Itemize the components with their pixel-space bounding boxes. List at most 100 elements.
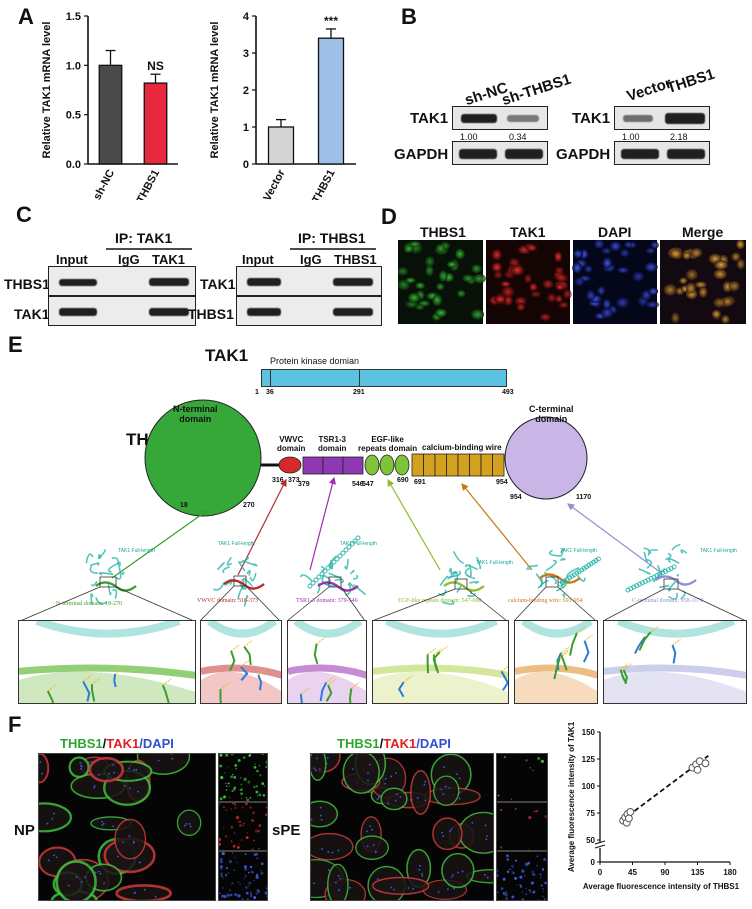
cell bbox=[555, 273, 569, 283]
cbw-box bbox=[492, 453, 505, 477]
cell bbox=[645, 301, 660, 309]
zoom-tsr bbox=[287, 620, 367, 704]
cell bbox=[679, 277, 688, 285]
nucleus bbox=[313, 882, 315, 885]
nucleus bbox=[128, 787, 131, 790]
signal-dot bbox=[232, 773, 234, 776]
signal-dot bbox=[230, 754, 234, 756]
cell bbox=[573, 249, 584, 259]
np-tak1-image bbox=[218, 802, 268, 851]
signal-dot bbox=[228, 872, 230, 875]
tak1-tick bbox=[359, 369, 360, 387]
protein-ribbon bbox=[535, 573, 544, 584]
protein-ribbon bbox=[90, 581, 98, 587]
y-tick-label: 3 bbox=[243, 48, 249, 60]
protein-ribbon bbox=[667, 558, 680, 564]
cell bbox=[682, 251, 692, 260]
nucleus bbox=[189, 825, 192, 828]
villus bbox=[114, 818, 147, 860]
nucleus bbox=[458, 777, 461, 780]
significance-label: *** bbox=[324, 14, 338, 28]
protein-ribbon bbox=[89, 565, 98, 574]
villus bbox=[311, 832, 354, 861]
signal-dot bbox=[245, 836, 249, 839]
nucleus bbox=[412, 887, 414, 890]
signal-dot bbox=[267, 878, 268, 880]
signal-dot bbox=[223, 795, 227, 799]
signal-dot bbox=[219, 764, 223, 768]
signal-dot bbox=[265, 765, 267, 769]
protein-ribbon bbox=[85, 553, 94, 564]
scatter-point bbox=[693, 765, 702, 774]
zoom-egf bbox=[372, 620, 509, 704]
helix-turn bbox=[352, 538, 358, 544]
hbond bbox=[672, 638, 681, 646]
nucleus bbox=[418, 868, 421, 871]
lane-label: THBS1 bbox=[334, 252, 377, 267]
bar bbox=[267, 126, 295, 165]
nucleus bbox=[99, 872, 102, 875]
cell bbox=[554, 251, 563, 263]
cell bbox=[663, 283, 677, 296]
residue-stick bbox=[82, 680, 91, 702]
zoom-vwvc bbox=[200, 620, 282, 704]
panel-label-c: C bbox=[16, 202, 32, 227]
signal-dot bbox=[249, 806, 252, 809]
tak1-tick bbox=[270, 369, 271, 387]
y-axis-label: Relative TAK1 mRNA level bbox=[41, 22, 53, 159]
cell bbox=[435, 243, 446, 253]
zoom-cbw bbox=[514, 620, 598, 704]
signal-dot bbox=[265, 813, 267, 817]
protein-ribbon bbox=[226, 556, 233, 566]
pos: 954 bbox=[510, 494, 522, 501]
nucleus bbox=[377, 797, 380, 799]
signal-dot bbox=[220, 867, 223, 871]
nucleus bbox=[101, 820, 103, 823]
signal-dot bbox=[220, 775, 224, 780]
signal-dot bbox=[244, 886, 248, 889]
y-tick-label: 75 bbox=[586, 809, 595, 818]
cell bbox=[558, 301, 570, 309]
signal-dot bbox=[532, 769, 534, 771]
nucleus bbox=[122, 841, 124, 844]
x-tick-label: sh-THBS1 bbox=[127, 168, 162, 200]
protein-ribbon bbox=[643, 551, 649, 563]
signal-dot bbox=[235, 767, 237, 770]
signal-dot bbox=[502, 877, 506, 881]
nucleus bbox=[311, 818, 313, 821]
signal-dot bbox=[531, 870, 535, 874]
nucleus bbox=[157, 759, 160, 762]
cell bbox=[698, 286, 708, 298]
nucleus bbox=[113, 771, 115, 774]
spe-dapi-image bbox=[496, 851, 548, 901]
cell bbox=[539, 313, 552, 322]
egf-oval bbox=[394, 454, 410, 476]
residue-stick bbox=[671, 644, 677, 664]
nucleus bbox=[416, 796, 419, 799]
nucleus bbox=[316, 757, 319, 760]
signal-dot bbox=[540, 759, 544, 763]
nucleus bbox=[51, 817, 54, 820]
f-title-tak1: TAK1 bbox=[383, 736, 417, 751]
signal-dot bbox=[262, 794, 266, 797]
signal-dot bbox=[260, 862, 264, 866]
signal-dot bbox=[525, 887, 527, 890]
row-label-tak1: TAK1 bbox=[572, 110, 611, 127]
nucleus bbox=[112, 764, 114, 767]
nucleus bbox=[371, 828, 373, 831]
nucleus bbox=[326, 756, 329, 759]
helix-turn bbox=[346, 544, 352, 550]
signal-dot bbox=[259, 774, 262, 777]
ligand-ribbon bbox=[317, 581, 359, 592]
signal-dot bbox=[221, 852, 225, 856]
structure-caption: EGF-like repeats domain: 547-690 bbox=[398, 598, 482, 604]
nucleus bbox=[444, 785, 447, 788]
zoom-cterm bbox=[603, 620, 747, 704]
residue-stick bbox=[398, 681, 405, 698]
signal-dot bbox=[540, 884, 543, 887]
np-thbs1-image bbox=[218, 753, 268, 802]
x-axis-label: Average fluorescence intensity of THBS1 bbox=[583, 882, 740, 891]
arrow bbox=[461, 483, 533, 571]
signal-dot bbox=[227, 766, 229, 768]
blot-band bbox=[461, 114, 497, 123]
